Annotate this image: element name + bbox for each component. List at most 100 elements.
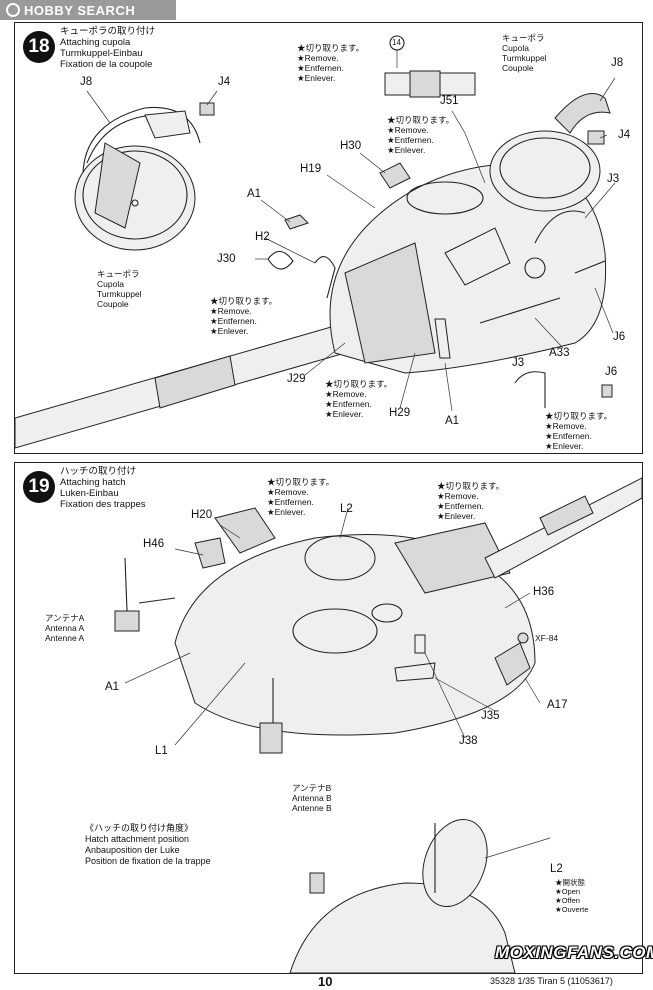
part-label-h20: H20 — [191, 509, 213, 521]
part-label-l2: L2 — [340, 503, 353, 515]
remove-note-top-fr: ★Enlever. — [297, 73, 336, 83]
remove-note-19-left-de: ★Entfernen. — [267, 497, 314, 507]
part-j6-right-shape — [574, 260, 606, 274]
part-h20-shape — [214, 507, 276, 554]
hatch-open-en: ★Open — [555, 887, 581, 896]
step18-drawing — [15, 35, 616, 449]
turret-body-19 — [174, 522, 536, 736]
remove-note-right: ★切り取ります。 ★Remove. ★Entfernen. ★Enlever. — [545, 411, 612, 451]
step19-number-badge: 19 — [23, 471, 55, 503]
part-label-j8-left: J8 — [80, 76, 93, 88]
remove-note-right-jp: ★切り取ります。 — [545, 411, 613, 421]
cupola-right-illustration — [489, 93, 611, 212]
remove-note-top: ★切り取ります。 ★Remove. ★Entfernen. ★Enlever. — [297, 43, 364, 83]
part-label-a17: A17 — [547, 699, 568, 711]
part-label-j6-right: J6 — [613, 331, 626, 343]
remove-note-left-de: ★Entfernen. — [210, 316, 257, 326]
remove-note-19-right-de: ★Entfernen. — [437, 501, 484, 511]
remove-note-19-right-fr: ★Enlever. — [437, 511, 476, 521]
cupola-label-right-fr: Coupole — [502, 63, 534, 73]
remove-note-top-jp: ★切り取ります。 — [297, 43, 365, 53]
remove-note-mid: ★切り取ります。 ★Remove. ★Entfernen. ★Enlever. — [387, 115, 454, 155]
part-j38-shape — [394, 662, 436, 682]
remove-note-19-left-en: ★Remove. — [267, 487, 309, 497]
part-label-j3-bottom: J3 — [512, 357, 525, 369]
part-label-j29: J29 — [287, 373, 306, 385]
page-number: 10 — [318, 974, 333, 989]
part-a17-shape — [494, 642, 531, 686]
part-h2-shape — [314, 256, 336, 299]
cupola-label-left-en: Cupola — [97, 279, 124, 289]
step18-title-jp: キューポラの取り付け — [60, 26, 156, 37]
antenna-b-label: アンテナB Antenna B Antenne B — [292, 783, 332, 813]
part-label-j6-bottom: J6 — [605, 366, 618, 378]
part-label-j3-top: J3 — [607, 173, 620, 185]
step18-number: 18 — [28, 36, 50, 57]
cupola-label-right-en: Cupola — [502, 43, 529, 53]
gun-barrel-19 — [484, 477, 642, 579]
cupola-label-left-de: Turmkuppel — [97, 289, 142, 299]
remove-note-bottom: ★切り取ります。 ★Remove. ★Entfernen. ★Enlever. — [325, 379, 392, 419]
remove-note-right-en: ★Remove. — [545, 421, 587, 431]
part-h46-shape — [194, 537, 226, 569]
cupola-left-illustration — [74, 102, 215, 251]
remove-note-bottom-jp: ★切り取ります。 — [325, 379, 393, 389]
part-label-a33: A33 — [549, 347, 570, 359]
remove-note-19-right: ★切り取ります。 ★Remove. ★Entfernen. ★Enlever. — [437, 481, 504, 521]
part-label-j4-right: J4 — [618, 129, 631, 141]
antenna-a-label-jp: アンテナA — [45, 613, 85, 623]
part-label-j8-right: J8 — [611, 57, 624, 69]
step19-number: 19 — [28, 476, 50, 497]
part-label-h2: H2 — [255, 231, 270, 243]
hatch-position-de: Anbauposition der Luke — [85, 845, 180, 855]
step18-title-fr: Fixation de la coupole — [60, 59, 153, 70]
remove-note-19-left: ★切り取ります。 ★Remove. ★Entfernen. ★Enlever. — [267, 477, 334, 517]
hatch-open-jp: ★開状態 — [555, 878, 585, 887]
hatch-l2-shape — [304, 535, 376, 581]
step19-title-block: ハッチの取り付け Attaching hatch Luken-Einbau Fi… — [60, 466, 146, 510]
antenna-a-label: アンテナA Antenna A Antenne A — [45, 613, 84, 643]
part-label-j30: J30 — [217, 253, 236, 265]
hatch-position-jp: 《ハッチの取り付け角度》 — [85, 823, 194, 833]
antenna-a-shape — [114, 557, 176, 632]
hatch-position-en: Hatch attachment position — [85, 834, 190, 844]
remove-note-bottom-fr: ★Enlever. — [325, 409, 364, 419]
part-label-h30: H30 — [340, 140, 362, 152]
part-label-j4-left: J4 — [218, 76, 231, 88]
remove-note-mid-en: ★Remove. — [387, 125, 429, 135]
hobby-search-watermark: HOBBY SEARCH — [0, 0, 176, 20]
kit-info: 35328 1/35 Tiran 5 (11053617) — [490, 976, 613, 986]
antenna-b-label-en: Antenna B — [292, 793, 332, 803]
step19-title-de: Luken-Einbau — [60, 488, 119, 499]
remove-note-mid-jp: ★切り取ります。 — [387, 115, 455, 125]
remove-note-left-fr: ★Enlever. — [210, 326, 249, 336]
step19-title-en: Attaching hatch — [60, 477, 126, 488]
step18-title-block: キューポラの取り付け Attaching cupola Turmkuppel-E… — [60, 26, 155, 70]
hatch-angle-detail — [289, 818, 516, 973]
hobby-search-text: HOBBY SEARCH — [24, 2, 136, 18]
cupola-label-right-de: Turmkuppel — [502, 53, 547, 63]
remove-note-19-left-jp: ★切り取ります。 — [267, 477, 335, 487]
moxingfans-watermark: MOXINGFANS.COM — [495, 943, 653, 962]
part-label-j38: J38 — [459, 735, 478, 747]
cupola-label-right: キューポラ Cupola Turmkuppel Coupole — [502, 33, 547, 73]
step19-title-jp: ハッチの取り付け — [60, 466, 137, 477]
part-label-a1-top: A1 — [247, 188, 262, 200]
remove-note-right-de: ★Entfernen. — [545, 431, 592, 441]
step19-title-fr: Fixation des trappes — [60, 499, 146, 510]
remove-note-19-right-jp: ★切り取ります。 — [437, 481, 505, 491]
hatch-position-fr: Position de fixation de la trappe — [85, 856, 211, 866]
antenna-b-label-jp: アンテナB — [292, 783, 332, 793]
part-a33-shape — [479, 297, 561, 324]
part-label-l2-bottom: L2 — [550, 863, 563, 875]
part-j30-shape — [267, 250, 294, 270]
step18-number-badge: 18 — [23, 31, 55, 63]
hatch-open-fr: ★Ouverte — [555, 905, 589, 914]
part-label-a1-bottom: A1 — [445, 415, 460, 427]
part-j3-top-shape — [534, 210, 586, 244]
circle-14-label: 14 — [392, 38, 401, 47]
remove-note-bottom-en: ★Remove. — [325, 389, 367, 399]
part-label-h19: H19 — [300, 163, 322, 175]
part-label-h36: H36 — [533, 586, 555, 598]
part-j35-shape — [414, 634, 426, 654]
